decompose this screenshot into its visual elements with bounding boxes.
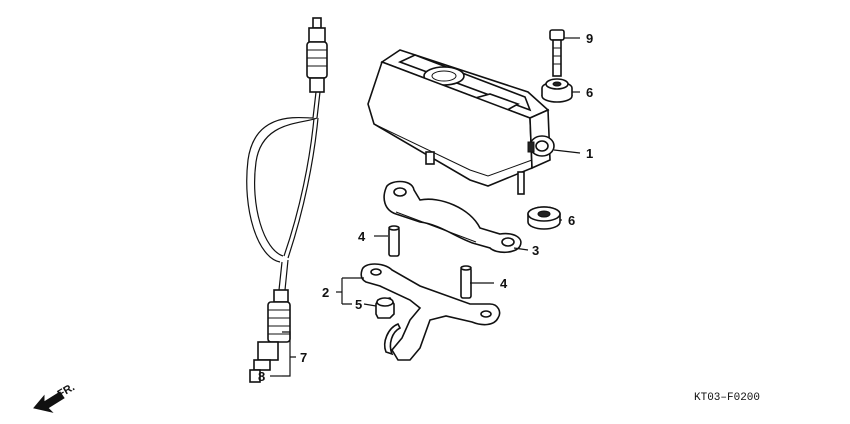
callout-2: 2 xyxy=(322,285,329,300)
callout-3: 3 xyxy=(532,243,539,258)
callout-1: 1 xyxy=(586,146,593,161)
collar-left xyxy=(388,225,400,257)
nut xyxy=(375,297,395,319)
meter-bracket-upper xyxy=(383,180,522,254)
speedometer-cable xyxy=(246,17,328,383)
speedometer-assembly xyxy=(367,49,555,195)
callout-6-lower: 6 xyxy=(568,213,575,228)
front-label: FR. xyxy=(56,381,77,400)
meter-bracket-lower xyxy=(360,263,501,361)
callout-4-right: 4 xyxy=(500,276,508,291)
bolt xyxy=(549,29,565,77)
callout-8: 8 xyxy=(258,369,265,384)
collar-right xyxy=(460,265,472,299)
grommet-lower xyxy=(527,206,561,230)
callout-5: 5 xyxy=(355,297,362,312)
arrow-icon xyxy=(33,391,65,413)
callout-7: 7 xyxy=(300,350,307,365)
leader-lines xyxy=(270,37,581,377)
callout-numbers: 1 2 3 4 4 5 6 6 7 8 9 xyxy=(258,31,593,384)
callout-6-upper: 6 xyxy=(586,85,593,100)
callout-9: 9 xyxy=(586,31,593,46)
front-direction-arrow: FR. xyxy=(33,381,77,413)
callout-4-left: 4 xyxy=(358,229,366,244)
grommet-upper xyxy=(541,78,573,103)
diagram-code: KT03–F0200 xyxy=(694,392,760,404)
